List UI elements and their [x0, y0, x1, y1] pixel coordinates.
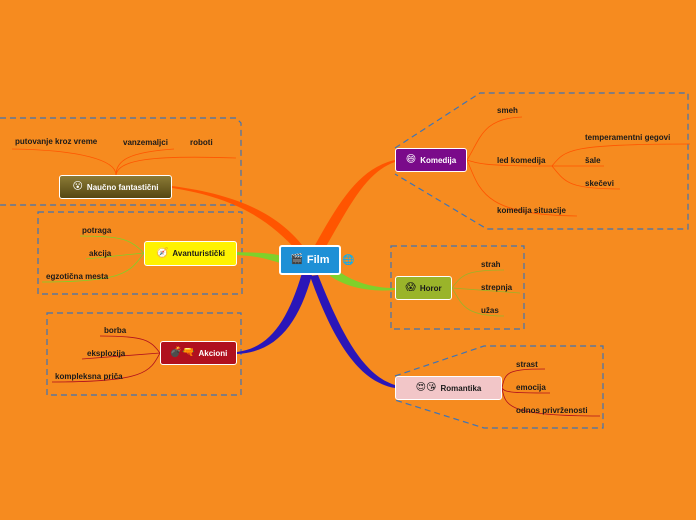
branch-akcioni	[237, 273, 312, 354]
globe-link-icon[interactable]: 🌐	[342, 255, 355, 266]
topic-naucno-fantasticni[interactable]: 😮 Naučno fantastični	[59, 175, 172, 199]
branch-komedija	[314, 160, 395, 250]
subtopic-smeh[interactable]: smeh	[497, 106, 518, 115]
subtopic-roboti[interactable]: roboti	[190, 138, 213, 147]
topic-label: Komedija	[420, 155, 457, 165]
subtopic-temperamentni-gegovi[interactable]: temperamentni gegovi	[585, 133, 671, 142]
topic-label: Akcioni	[198, 348, 228, 358]
compass-icon: 🧭	[155, 247, 169, 259]
topic-akcioni[interactable]: 💣🔫 Akcioni	[160, 341, 237, 365]
subtopic-strast[interactable]: strast	[516, 360, 538, 369]
topic-komedija[interactable]: 😄 Komedija	[395, 148, 467, 172]
branch-romantika	[310, 275, 395, 388]
boundary-romantika	[394, 345, 604, 429]
central-topic-label: Film	[306, 254, 330, 266]
laughing-face-icon: 😄	[405, 154, 417, 165]
subtopic-emocija[interactable]: emocija	[516, 383, 546, 392]
subtopic-akcija[interactable]: akcija	[89, 249, 112, 258]
clapperboard-icon: 🎬	[290, 254, 303, 265]
subtopic-strah[interactable]: strah	[481, 260, 501, 269]
surprised-face-icon: 😮	[72, 181, 83, 192]
boundary-horor	[390, 245, 525, 330]
topic-avanturisticki[interactable]: 🧭 Avanturistički	[144, 241, 237, 266]
boundary-komedija	[394, 92, 689, 230]
subtopic-vanzemaljci[interactable]: vanzemaljci	[123, 138, 168, 147]
subtopic-strepnja[interactable]: strepnja	[481, 283, 513, 292]
subtopic-uzas[interactable]: užas	[481, 306, 499, 315]
subtopic-odnos-privrzenosti[interactable]: odnos privrženosti	[516, 406, 588, 415]
boundary-akcioni	[46, 312, 242, 396]
subtopic-borba[interactable]: borba	[104, 326, 127, 335]
bomb-gun-icon: 💣🔫	[169, 347, 195, 358]
topic-label: Romantika	[440, 383, 482, 393]
subtopic-potraga[interactable]: potraga	[82, 226, 112, 235]
central-topic-film[interactable]: 🎬 Film	[279, 245, 341, 275]
topic-horor[interactable]: 😱 Horor	[395, 276, 452, 300]
subtopic-eksplozija[interactable]: eksplozija	[87, 349, 126, 358]
subtopic-komedija-situacije[interactable]: komedija situacije	[497, 206, 566, 215]
love-faces-icon: 😍😘	[415, 382, 437, 393]
subtopic-sale[interactable]: šale	[585, 156, 601, 165]
subtopic-egzoticna-mesta[interactable]: egzotična mesta	[46, 272, 109, 281]
branch-avanturisticki	[237, 252, 283, 264]
boundary-naucno-fantasticni	[0, 117, 242, 206]
subtopic-led-komedija[interactable]: led komedija	[497, 156, 546, 165]
subtopic-skecevi[interactable]: skečevi	[585, 179, 614, 188]
topic-label: Horor	[419, 283, 442, 293]
topic-label: Naučno fantastični	[86, 182, 159, 192]
topic-romantika[interactable]: 😍😘 Romantika	[395, 376, 502, 400]
screaming-face-icon: 😱	[405, 282, 416, 293]
subtopic-kompleksna-prica[interactable]: kompleksna priča	[55, 372, 123, 381]
topic-label: Avanturistički	[172, 249, 226, 258]
subtopic-putovanje-kroz-vreme[interactable]: putovanje kroz vreme	[15, 137, 98, 146]
